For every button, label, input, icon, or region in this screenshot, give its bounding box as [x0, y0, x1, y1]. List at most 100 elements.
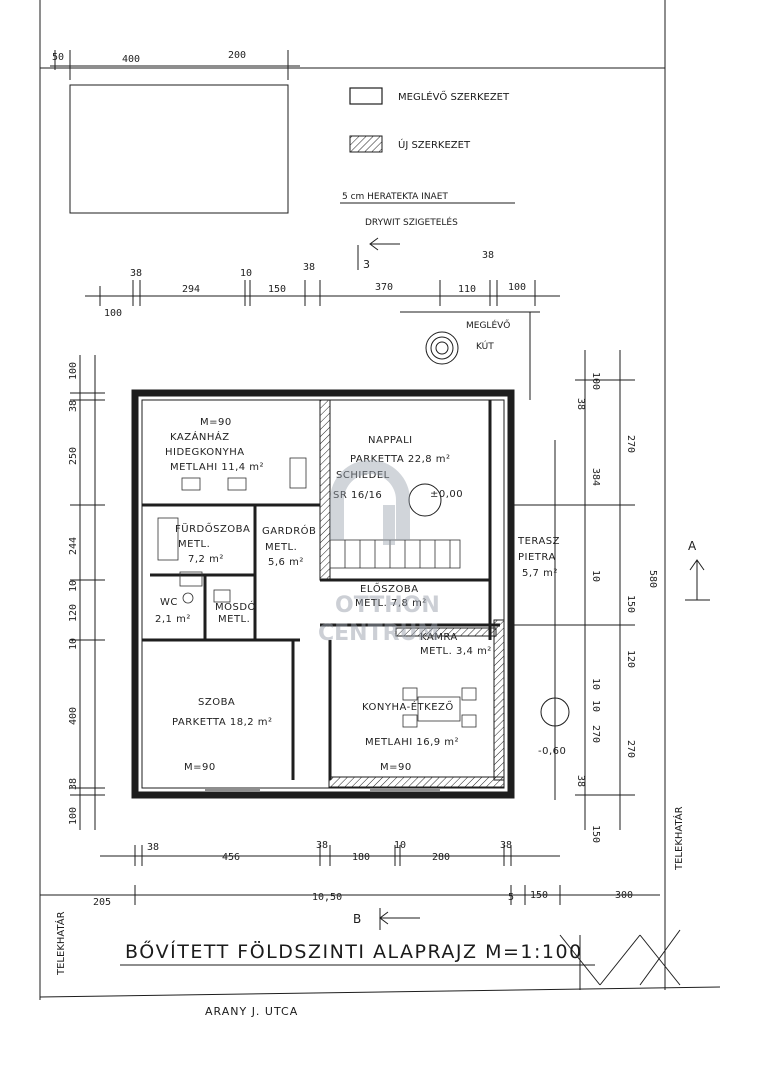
dim-left-1: 100 — [68, 362, 79, 380]
room-gardrob-line-1: GARDRÓB — [262, 524, 316, 537]
room-konyha-line-2: METLAHI 16,9 m² — [365, 737, 459, 748]
dim-left-10: 100 — [68, 807, 79, 825]
dim-top-2: 294 — [182, 284, 200, 295]
dim-right-12: 150 — [590, 825, 601, 843]
room-kamra-line-2: METL. 3,4 m² — [420, 646, 492, 657]
street-name: ARANY J. UTCA — [205, 1005, 298, 1018]
dim-right-2: 38 — [575, 398, 586, 410]
dim-bottom-7: 38 — [500, 840, 512, 851]
page-border — [39, 0, 721, 1000]
room-eloszoba-line-1: ELŐSZOBA — [360, 581, 419, 595]
watermark-text-2: CENTRUM — [318, 621, 439, 646]
dim-bottom-6: 280 — [432, 852, 450, 863]
dim-left-5: 10 — [68, 580, 79, 592]
dim-top-1: 38 — [130, 268, 142, 279]
dim-left-7: 10 — [68, 638, 79, 650]
section-mark-right: A — [685, 539, 710, 601]
room-eloszoba-line-2: METL. 7,8 m² — [355, 598, 427, 609]
level-minus: -0,60 — [538, 746, 566, 757]
dim-right-11: 38 — [575, 775, 586, 787]
room-wc-line-2: 2,1 m² — [155, 614, 191, 625]
dim-right-3: 270 — [625, 435, 636, 453]
dim-right-9: 10 — [590, 700, 601, 712]
dim-top-small-1: 50 — [52, 52, 64, 63]
boundary-label-left: TELEKHATÁR — [54, 911, 67, 976]
room-nappali-line-2: PARKETTA 22,8 m² — [350, 454, 451, 465]
dim-right-8: 120 — [625, 650, 636, 668]
dim-bottom-10: 5 — [508, 892, 514, 903]
dim-left-2: 38 — [68, 400, 79, 412]
dim-bottom-4: 180 — [352, 852, 370, 863]
room-konyha-line-1: KONYHA-ÉTKEZŐ — [362, 699, 454, 713]
room-furdo-line-1: FÜRDŐSZOBA — [175, 521, 250, 535]
watermark-logo: OTTHON CENTRUM — [318, 460, 440, 646]
dim-top-8: 100 — [508, 282, 526, 293]
staircase — [329, 483, 461, 569]
room-furdo-line-2: METL. — [178, 539, 210, 550]
room-wc-line-1: WC — [160, 597, 178, 608]
dim-bottom-2: 456 — [222, 852, 240, 863]
room-kazan-line-3: HIDEGKONYHA — [165, 447, 245, 458]
dim-bottom-12: 300 — [615, 890, 633, 901]
outbuilding: 50 400 200 — [50, 50, 300, 214]
bottom-dimension-chain: 38 456 38 180 10 280 38 205 10,50 5 150 … — [40, 840, 660, 908]
room-terasz-line-3: 5,7 m² — [522, 568, 558, 579]
section-mark-bottom: B — [353, 908, 420, 930]
room-labels: M=90 KAZÁNHÁZ HIDEGKONYHA METLAHI 11,4 m… — [155, 417, 566, 773]
room-nappali-line-1: NAPPALI — [368, 435, 413, 446]
drawing-title: BŐVÍTETT FÖLDSZINTI ALAPRAJZ M=1:100 — [125, 939, 583, 963]
dim-bottom-11: 150 — [530, 890, 548, 901]
gate — [559, 929, 681, 990]
dim-right-10: 270 — [590, 725, 601, 743]
dim-top-7: 110 — [458, 284, 476, 295]
dim-left-3: 250 — [68, 447, 79, 465]
room-gardrob-line-2: METL. — [265, 542, 297, 553]
well-label-1: MEGLÉVŐ — [466, 319, 510, 331]
room-szoba-line-3: M=90 — [184, 762, 216, 773]
windows — [134, 392, 512, 797]
right-dimension-chain: 100 38 270 384 10 150 10 120 10 270 38 1… — [575, 350, 658, 843]
dim-bottom-1: 38 — [147, 842, 159, 853]
section-label-3: 3 — [363, 258, 370, 271]
dim-right-total-2: 270 — [625, 740, 636, 758]
section-mark-top: 3 — [357, 237, 400, 271]
dim-bottom-3: 38 — [316, 840, 328, 851]
legend-existing-swatch — [349, 87, 383, 105]
dim-top-3: 10 — [240, 268, 252, 279]
dim-right-7: 10 — [590, 678, 601, 690]
room-konyha-line-3: M=90 — [380, 762, 412, 773]
dim-top-5: 38 — [303, 262, 315, 273]
watermark-text-1: OTTHON — [335, 593, 440, 618]
room-sr: SR 16/16 — [333, 490, 382, 501]
dim-top-4: 150 — [268, 284, 286, 295]
legend-new-swatch — [349, 135, 383, 153]
room-terasz-line-1: TERASZ — [517, 536, 560, 547]
room-szoba-line-1: SZOBA — [198, 697, 235, 708]
dim-left-9: 38 — [68, 778, 79, 790]
legend-existing-label: MEGLÉVŐ SZERKEZET — [398, 89, 510, 103]
boundary-label-right: TELEKHATÁR — [672, 806, 685, 871]
dim-top-small-2: 400 — [122, 54, 140, 65]
dim-top-6: 370 — [375, 282, 393, 293]
dim-left-4: 244 — [68, 537, 79, 555]
room-furdo-line-3: 7,2 m² — [188, 554, 224, 565]
dim-right-total: 580 — [647, 570, 658, 588]
room-gardrob-line-3: 5,6 m² — [268, 557, 304, 568]
dim-bottom-5: 10 — [394, 840, 406, 851]
dim-right-1: 100 — [590, 372, 601, 390]
room-kamra-line-1: KAMRA — [420, 632, 458, 643]
room-kazan-line-1: M=90 — [200, 417, 232, 428]
left-dimension-chain: 100 38 250 244 10 120 10 400 38 100 — [68, 355, 105, 830]
room-kazan-line-2: KAZÁNHÁZ — [170, 430, 230, 443]
interior-walls — [142, 400, 500, 780]
dim-right-5: 10 — [590, 570, 601, 582]
section-label-b: B — [353, 912, 361, 926]
level-zero: ±0,00 — [430, 489, 463, 500]
new-structure-hatch — [319, 399, 505, 788]
room-mosdo-line-1: MOSDÓ — [215, 600, 256, 613]
dim-left-8: 400 — [68, 707, 79, 725]
dim-top-9: 38 — [482, 250, 494, 261]
room-terasz-line-2: PIETRA — [518, 552, 556, 563]
legend-note-2: DRYWIT SZIGETELÉS — [365, 216, 458, 228]
